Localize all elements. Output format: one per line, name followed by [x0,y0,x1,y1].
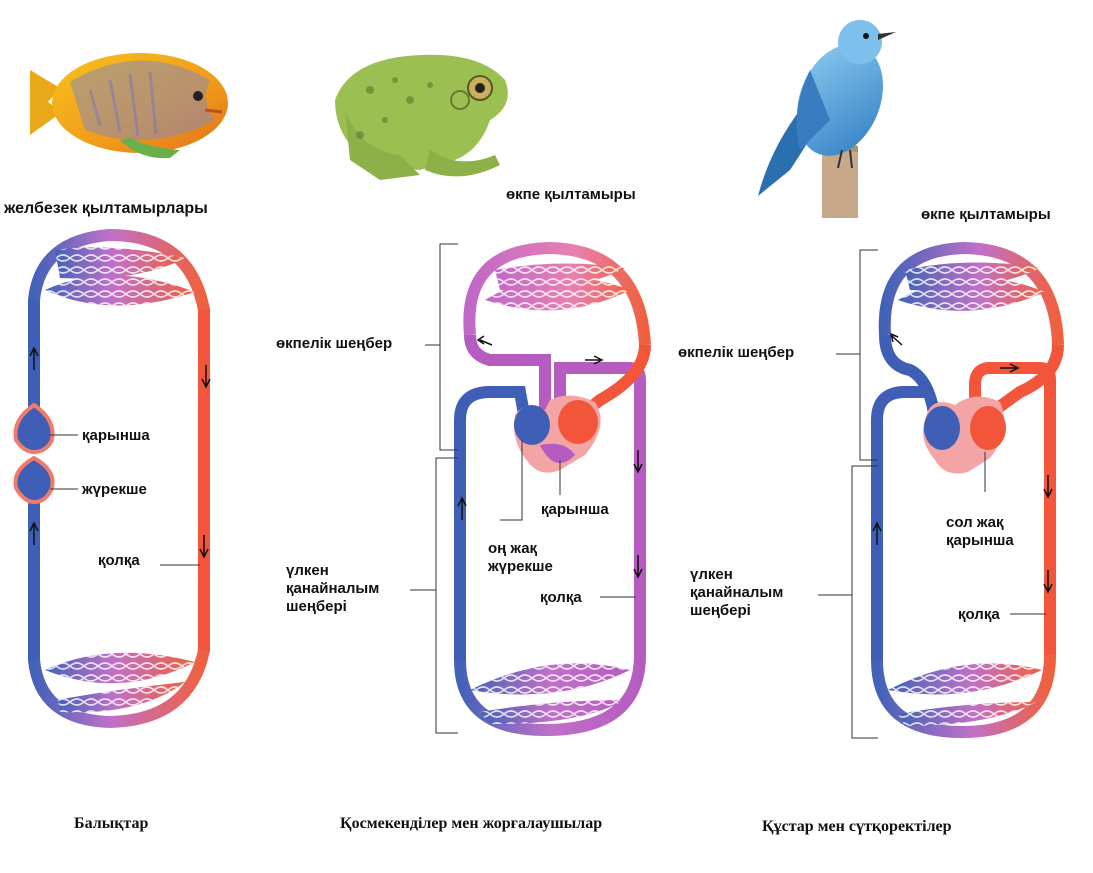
bird-systemic-circuit-label: үлкен қанайналым шеңбері [690,566,783,620]
systemic-line-1: үлкен [286,562,329,579]
frog-illustration [335,54,508,180]
systemic-line-1: үлкен [690,566,733,583]
right-atrium-line-1: оң жақ [488,540,538,557]
bird-pulmonary-circuit-label: өкпелік шеңбер [678,344,795,361]
fish-gill-capillaries-label: желбезек қылтамырлары [4,200,208,217]
amphibian-lung-capillaries-label: өкпе қылтамыры [506,186,636,203]
right-atrium-line-2: жүрекше [488,558,553,575]
bird-mammal-circulation-diagram [818,241,1064,739]
bird-aorta-label: қолқа [958,606,1000,623]
bird-illustration [758,20,896,218]
amphibian-pulmonary-circuit-label: өкпелік шеңбер [276,335,393,352]
amphibian-circulation-diagram [410,241,651,737]
systemic-line-2: қанайналым [690,584,784,601]
fish-title: Балықтар [74,815,149,832]
bird-left-ventricle-label: сол жақ қарынша [946,514,1014,550]
amphibian-ventricle-label: қарынша [541,501,609,518]
fish-circulation-diagram [13,228,211,729]
amphibian-aorta-label: қолқа [540,589,582,606]
amphibian-systemic-circuit-label: үлкен қанайналым шеңбері [286,562,379,616]
left-ventricle-line-1: сол жақ [946,514,1004,531]
fish-aorta-label: қолқа [98,552,140,569]
systemic-line-3: шеңбері [690,602,751,619]
fish-atrium-label: жүрекше [82,481,147,498]
bird-title: Құстар мен сүтқоректілер [762,818,952,835]
amphibian-title: Қосмекенділер мен жорғалаушылар [340,815,603,832]
systemic-line-3: шеңбері [286,598,347,615]
fish-illustration [30,53,228,159]
fish-ventricle-label: қарынша [82,427,150,444]
amphibian-right-atrium-label: оң жақ жүрекше [488,540,553,576]
left-ventricle-line-2: қарынша [946,532,1014,549]
systemic-line-2: қанайналым [286,580,380,597]
bird-lung-capillaries-label: өкпе қылтамыры [921,206,1051,223]
